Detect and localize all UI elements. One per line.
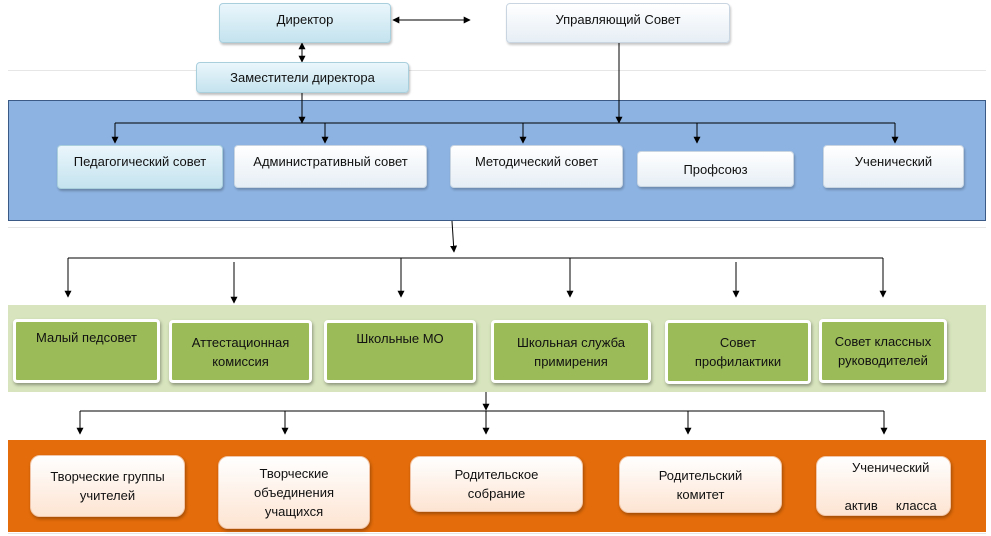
parent-committee-line: Родительский (658, 467, 743, 483)
student-associations-box: Творческие объединения учащихся (218, 456, 370, 529)
divider-line (8, 70, 986, 71)
administrative-council-label: Административный совет (253, 154, 408, 169)
methodical-council-box: Методический совет (450, 145, 623, 188)
divider-line (8, 533, 986, 534)
band-down-arrow (450, 220, 458, 253)
pedagogical-council-label: Педагогический совет (73, 154, 207, 169)
class-teachers-council-box: Совет классных руководителей (819, 319, 947, 383)
school-mo-line: Школьные МО (356, 331, 444, 346)
prevention-council-line: Совет (719, 335, 757, 350)
prevention-council-box: Совет профилактики (665, 320, 811, 384)
attestation-commission-line: Аттестационная (191, 334, 290, 350)
pedagogical-council-box: Педагогический совет (57, 145, 223, 189)
student-council-box: Ученический (823, 145, 964, 188)
trade-union-label: Профсоюз (683, 161, 748, 177)
prevention-council-line: профилактики (694, 354, 782, 369)
school-mo-box: Школьные МО (324, 320, 476, 383)
methodical-council-label: Методический совет (474, 154, 599, 169)
student-associations-line: объединения (253, 485, 335, 500)
student-council-label: Ученический (854, 154, 933, 169)
divider-line (8, 227, 986, 228)
director-box: Директор (219, 3, 391, 43)
director-label: Директор (276, 12, 334, 27)
teacher-groups-line: учителей (79, 488, 136, 503)
student-associations-line: Творческие (259, 466, 329, 481)
student-associations-line: учащихся (264, 504, 324, 519)
class-teachers-council-line: Совет классных (834, 334, 932, 349)
parent-meeting-box: Родительское собрание (410, 456, 583, 512)
deputies-box: Заместители директора (196, 62, 409, 93)
governing-council-box: Управляющий Совет (506, 3, 730, 43)
parent-meeting-line: Родительское (454, 467, 539, 482)
class-activists-box: Ученический актив класса (816, 456, 951, 516)
parent-committee-box: Родительский комитет (619, 456, 782, 513)
small-pedagogical-council-box: Малый педсовет (13, 319, 160, 383)
attestation-commission-line: комиссия (212, 353, 269, 369)
reconciliation-service-line: Школьная служба (516, 334, 626, 350)
teacher-groups-line: Творческие группы (50, 469, 165, 484)
deputies-label: Заместители директора (230, 70, 375, 85)
parent-committee-line: комитет (676, 486, 725, 502)
trade-union-box: Профсоюз (637, 151, 794, 187)
small-pedagogical-council-line: Малый педсовет (36, 330, 137, 345)
reconciliation-service-box: Школьная служба примирения (491, 320, 651, 383)
teacher-groups-box: Творческие группы учителей (30, 455, 185, 517)
class-activists-line: Ученический (852, 459, 930, 475)
class-teachers-council-line: руководителей (838, 353, 928, 368)
reconciliation-service-line: примирения (534, 353, 608, 369)
class-activists-line: актив класса (844, 497, 937, 513)
attestation-commission-box: Аттестационная комиссия (169, 320, 312, 383)
parent-meeting-line: собрание (467, 486, 526, 501)
administrative-council-box: Административный совет (234, 145, 427, 188)
governing-council-label: Управляющий Совет (555, 12, 681, 27)
